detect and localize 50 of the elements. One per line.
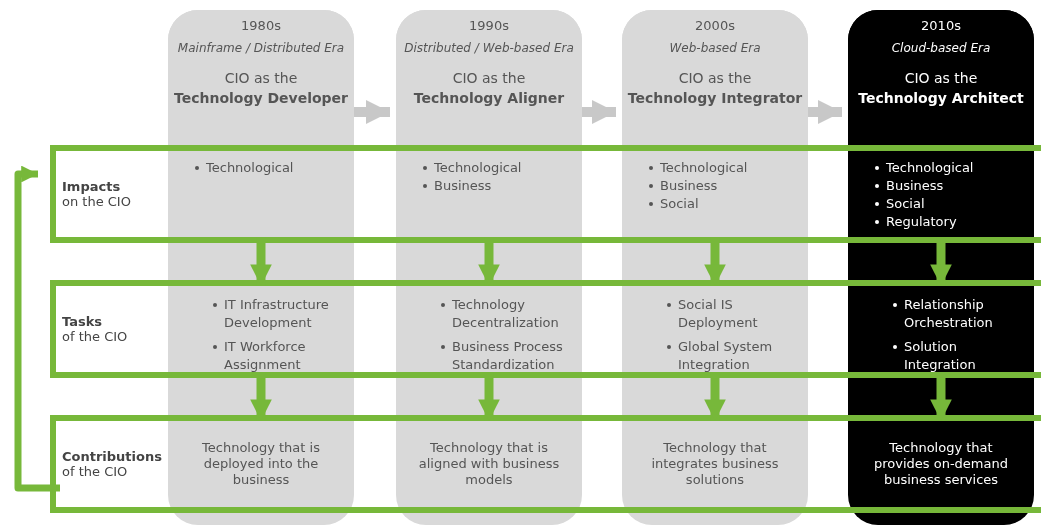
era-label: Web-based Era — [668, 41, 762, 55]
row-band — [50, 145, 1041, 243]
row-heading: Tasks — [62, 314, 104, 329]
row-subheading: on the CIO — [62, 194, 131, 209]
bullet-text: Technological — [886, 159, 975, 177]
arrow — [582, 100, 616, 124]
bullet-text: Social IS Deployment — [678, 296, 759, 332]
row-band — [50, 415, 1041, 513]
bullet-text: Business Process Standardization — [452, 338, 564, 374]
bullet-text: Relationship Orchestration — [904, 296, 994, 332]
bullet-text: Technological — [206, 159, 295, 177]
role-prefix: CIO as the — [903, 70, 979, 86]
bullet-text: Business — [434, 177, 493, 195]
row-subheading: of the CIO — [62, 464, 129, 479]
bullet-text: IT Workforce Assignment — [224, 338, 307, 374]
decade-label: 1980s — [240, 18, 282, 33]
bullet-text: Social — [660, 195, 700, 213]
era-label: Cloud-based Era — [890, 41, 992, 55]
bullet-text: Technological — [660, 159, 749, 177]
era-label: Distributed / Web-based Era — [403, 41, 575, 55]
bullet-text: Social — [886, 195, 926, 213]
arrow — [808, 100, 842, 124]
role-prefix: CIO as the — [223, 70, 299, 86]
bullet-text: Business — [660, 177, 719, 195]
row-band — [50, 280, 1041, 378]
decade-label: 2000s — [694, 18, 736, 33]
era-label: Mainframe / Distributed Era — [176, 41, 346, 55]
role-prefix: CIO as the — [451, 70, 527, 86]
role-title: Technology Aligner — [412, 90, 566, 106]
bullet-text: Technological — [434, 159, 523, 177]
decade-label: 1990s — [468, 18, 510, 33]
bullet-text: Global System Integration — [678, 338, 774, 374]
role-title: Technology Developer — [172, 90, 350, 106]
bullet-text: Regulatory — [886, 213, 958, 231]
bullet-text: IT Infrastructure Development — [224, 296, 330, 332]
decade-label: 2010s — [920, 18, 962, 33]
arrow — [354, 100, 390, 124]
description-text: Technology that is aligned with business models — [417, 440, 561, 488]
role-prefix: CIO as the — [677, 70, 753, 86]
description-text: Technology that provides on-demand business services — [873, 440, 1009, 488]
bullet-text: Technology Decentralization — [452, 296, 560, 332]
role-title: Technology Architect — [857, 90, 1025, 106]
role-title: Technology Integrator — [626, 90, 804, 106]
row-heading: Impacts — [62, 179, 122, 194]
description-text: Technology that is deployed into the business — [201, 440, 321, 488]
bullet-text: Solution Integration — [904, 338, 977, 374]
row-subheading: of the CIO — [62, 329, 128, 344]
bullet-text: Business — [886, 177, 945, 195]
row-heading: Contributions — [62, 449, 162, 464]
description-text: Technology that integrates business solutions — [650, 440, 780, 488]
